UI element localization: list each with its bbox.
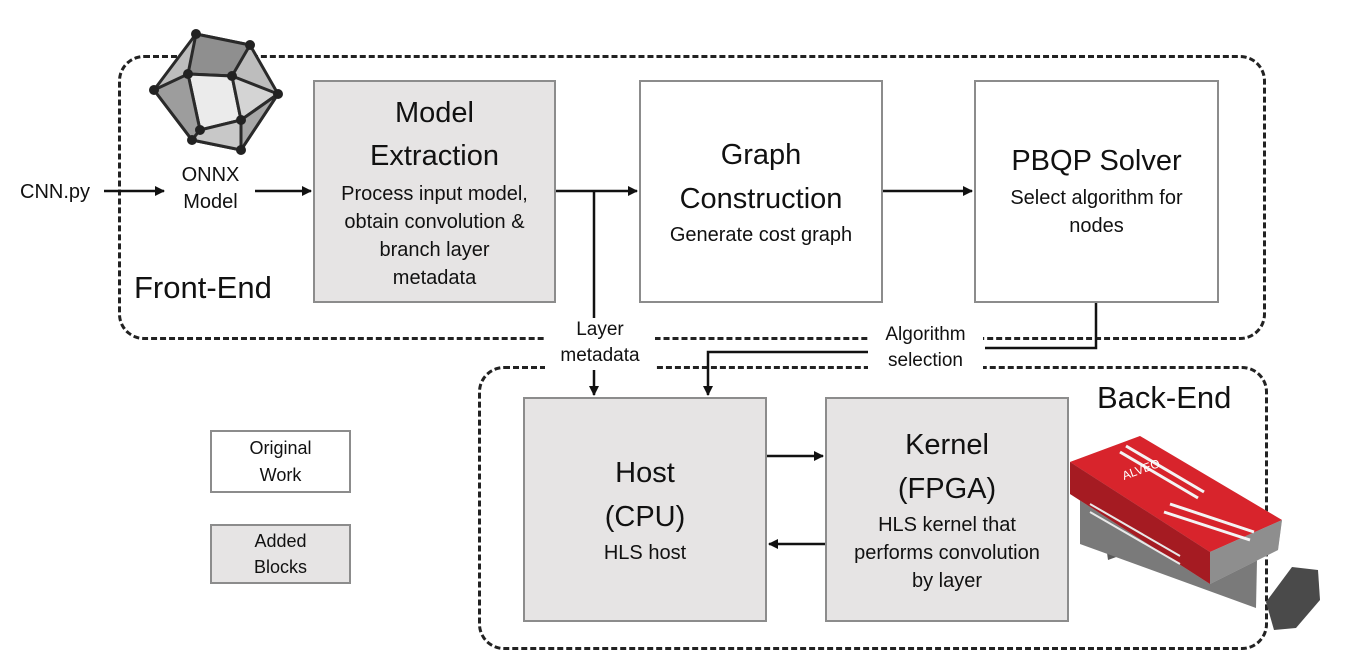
algorithm-selection-line-right: [985, 303, 1098, 350]
kernel-desc: HLS kernel that performs convolution by …: [854, 514, 1040, 592]
front-end-label: Front-End: [134, 270, 272, 305]
legend-added-label: Added Blocks: [253, 530, 307, 577]
kernel-block: Kernel (FPGA) HLS kernel that performs c…: [825, 397, 1069, 622]
legend-original-work: Original Work: [210, 430, 351, 493]
graph-construction-title: Graph Construction: [679, 139, 843, 215]
pbqp-solver-title: PBQP Solver: [1011, 145, 1182, 177]
model-extraction-desc: Process input model, obtain convolution …: [341, 182, 528, 289]
algorithm-selection-label: Algorithm selection: [885, 324, 966, 371]
host-desc: HLS host: [603, 542, 687, 564]
legend-original-label: Original Work: [249, 438, 312, 485]
host-block: Host (CPU) HLS host: [523, 397, 767, 622]
front-end-border-gap: [545, 322, 655, 346]
arrow-algorithm-selection-to-host: [703, 350, 868, 396]
front-end-region: [118, 55, 1266, 340]
graph-construction-desc: Generate cost graph: [669, 224, 853, 246]
pbqp-solver-block: PBQP Solver Select algorithm for nodes: [974, 80, 1219, 303]
graph-construction-block: Graph Construction Generate cost graph: [639, 80, 883, 303]
cnn-py-label: CNN.py: [20, 181, 91, 203]
pbqp-solver-desc: Select algorithm for nodes: [1010, 186, 1183, 237]
layer-metadata-label: Layer metadata: [560, 319, 640, 366]
back-end-label: Back-End: [1097, 380, 1232, 415]
legend-added-blocks: Added Blocks: [210, 524, 351, 584]
algorithm-selection-border-gap: [868, 322, 983, 374]
model-extraction-block: Model Extraction Process input model, ob…: [313, 80, 556, 303]
onnx-model-label: ONNX Model: [181, 164, 240, 213]
kernel-title: Kernel (FPGA): [897, 429, 997, 505]
host-title: Host (CPU): [604, 457, 686, 533]
fpga-card-icon: ALVEO: [1070, 436, 1320, 630]
onnx-logo-icon: [149, 29, 283, 155]
model-extraction-title: Model Extraction: [370, 96, 499, 173]
back-end-border-gap: [545, 360, 655, 374]
